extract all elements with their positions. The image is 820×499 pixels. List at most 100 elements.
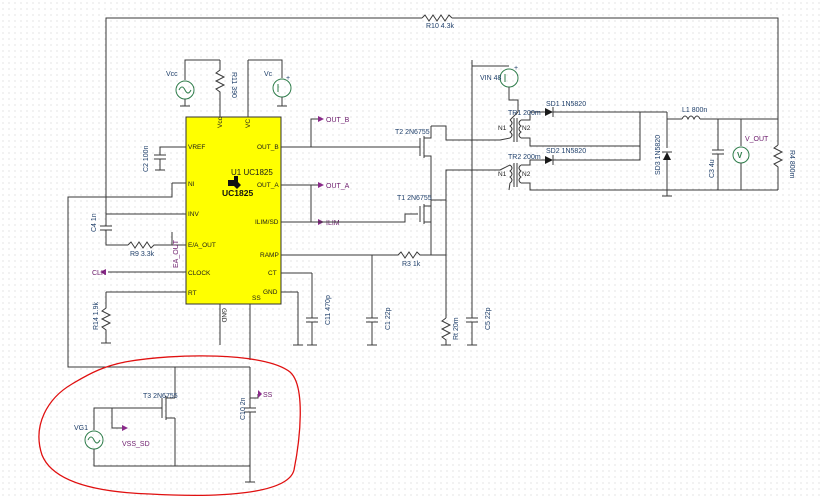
pin-out-a: OUT_A [257, 182, 279, 189]
svg-text:+: + [514, 65, 518, 72]
diode-sd1[interactable]: SD1 1N5820 [545, 101, 586, 117]
label-c11: C11 470p [325, 295, 332, 325]
pin-vref: VREF [188, 144, 205, 151]
label-ss: SS [263, 392, 273, 399]
transformer-tr1[interactable]: TR1 200m N1 N2 [498, 110, 640, 147]
highlight-circle [38, 355, 301, 496]
diode-sd3[interactable]: SD3 1N5820 [655, 112, 672, 190]
pin-vcc: Vcc [217, 116, 224, 128]
label-r4: R4 800m [788, 150, 795, 179]
net-ilim[interactable]: ILIM [311, 219, 340, 227]
label-out-a: OUT_A [326, 183, 350, 190]
net-ss[interactable]: SS [250, 390, 273, 399]
label-c4: C4 1n [91, 213, 98, 232]
label-sd2: SD2 1N5820 [546, 148, 586, 155]
label-tr2-n2: N2 [522, 171, 531, 178]
pin-gnd-bottom: GND [220, 308, 227, 323]
label-sd1: SD1 1N5820 [546, 101, 586, 108]
label-r10: R10 4.3k [426, 23, 455, 30]
voltmeter-v-out[interactable]: V V_OUT [732, 119, 769, 190]
ic-right-pins: OUT_B OUT_A ILIM/SD RAMP CT GND [255, 144, 418, 296]
gnd-right-wire [293, 292, 303, 346]
capacitor-c3[interactable]: C3 4u [709, 119, 724, 190]
mosfet-t3[interactable]: T3 2N6755 [142, 393, 178, 420]
diode-sd2[interactable]: SD2 1N5820 [545, 148, 586, 165]
capacitor-c1[interactable]: C1 22p [366, 255, 392, 346]
label-c2: C2 100n [143, 145, 150, 172]
inductor-l1[interactable]: L1 800n [667, 107, 778, 121]
pin-out-b: OUT_B [257, 144, 279, 151]
label-out-b: OUT_B [326, 117, 350, 124]
mosfet-t2[interactable]: T2 2N6755 [395, 126, 432, 255]
label-t3: T3 2N6755 [143, 393, 178, 400]
label-vin: VIN 48 [480, 75, 502, 82]
svg-text:+: + [286, 75, 290, 82]
resistor-rt[interactable]: Rt 20m [440, 317, 460, 346]
resistor-r3[interactable]: R3 1k [372, 251, 431, 268]
pin-vc: VC [245, 119, 252, 128]
pin-clock: CLOCK [188, 270, 211, 277]
label-ilim: ILIM [326, 220, 340, 227]
ni-feed-wire [67, 183, 250, 368]
source-vc[interactable]: + Vc [248, 59, 292, 107]
label-r14: R14 1.9k [93, 301, 100, 330]
soft-start-wires [174, 366, 255, 483]
label-vc: Vc [264, 71, 273, 78]
net-ea-out[interactable]: EA_OUT [171, 232, 180, 268]
label-vss-sd: VSS_SD [122, 441, 150, 448]
pin-ct: CT [268, 270, 277, 277]
resistor-r4[interactable]: R4 800m [772, 144, 795, 190]
pin-rt: RT [188, 290, 197, 297]
t1-gate-wire [311, 213, 418, 223]
ic-name-label: UC1825 [222, 188, 253, 198]
net-out-a[interactable]: OUT_A [310, 182, 350, 222]
source-vin[interactable]: + VIN 48 [471, 60, 519, 318]
output-return-wire [662, 189, 778, 197]
resistor-r10[interactable]: R10 4.3k [421, 14, 455, 30]
resistor-r14[interactable]: R14 1.9k [93, 292, 112, 344]
capacitor-c2[interactable]: C2 100n [143, 145, 172, 172]
svg-text:V: V [737, 151, 743, 160]
capacitor-c11[interactable]: C11 470p [306, 273, 332, 346]
pin-gnd-right: GND [263, 289, 278, 296]
label-v-out: V_OUT [745, 136, 769, 143]
pin-ilim-sd: ILIM/SD [255, 219, 279, 226]
label-sd3: SD3 1N5820 [655, 135, 662, 175]
drain-wires [431, 125, 500, 318]
label-rt: Rt 20m [453, 317, 460, 340]
transformer-tr2[interactable]: TR2 200m N1 N2 [498, 154, 667, 191]
label-c5: C5 22p [485, 307, 492, 330]
net-out-b[interactable]: OUT_B [310, 116, 350, 147]
label-r9: R9 3.3k [130, 251, 155, 258]
capacitor-c4[interactable]: C4 1n [91, 213, 128, 246]
pin-ni: NI [188, 181, 195, 188]
capacitor-c5[interactable]: C5 22p [466, 307, 492, 346]
ic-ref-label: U1 UC1825 [231, 168, 273, 177]
resistor-r9[interactable]: R9 3.3k [127, 241, 172, 258]
source-vcc[interactable]: Vcc [166, 59, 220, 107]
ic-top-bottom-pins: Vcc VC GND SS [217, 60, 261, 360]
mosfet-t1[interactable]: T1 2N6755 [397, 195, 432, 224]
label-t1: T1 2N6755 [397, 195, 432, 202]
label-tr2-n1: N1 [498, 171, 507, 178]
capacitor-c10[interactable]: C10 2n [240, 395, 256, 420]
label-vg1: VG1 [74, 425, 88, 432]
net-clk[interactable]: CLK [92, 269, 106, 277]
label-tr1-n2: N2 [522, 125, 531, 132]
label-r3: R3 1k [402, 261, 421, 268]
label-c3: C3 4u [709, 159, 716, 178]
pin-ea-out: E/A_OUT [188, 242, 216, 249]
label-r11: R11 390 [230, 72, 237, 98]
ic-left-pins: VREF NI INV E/A_OUT CLOCK RT [106, 144, 216, 297]
label-clk: CLK [92, 270, 106, 277]
net-vss-sd[interactable]: VSS_SD [111, 408, 150, 448]
label-tr2: TR2 200m [508, 154, 541, 161]
resistor-r11[interactable]: R11 390 [214, 60, 237, 100]
label-tr1: TR1 200m [508, 110, 541, 117]
pin-ramp: RAMP [260, 252, 279, 259]
label-l1: L1 800n [682, 107, 707, 114]
source-vg1[interactable]: VG1 [74, 407, 175, 467]
ic-uc1825[interactable] [185, 116, 282, 305]
